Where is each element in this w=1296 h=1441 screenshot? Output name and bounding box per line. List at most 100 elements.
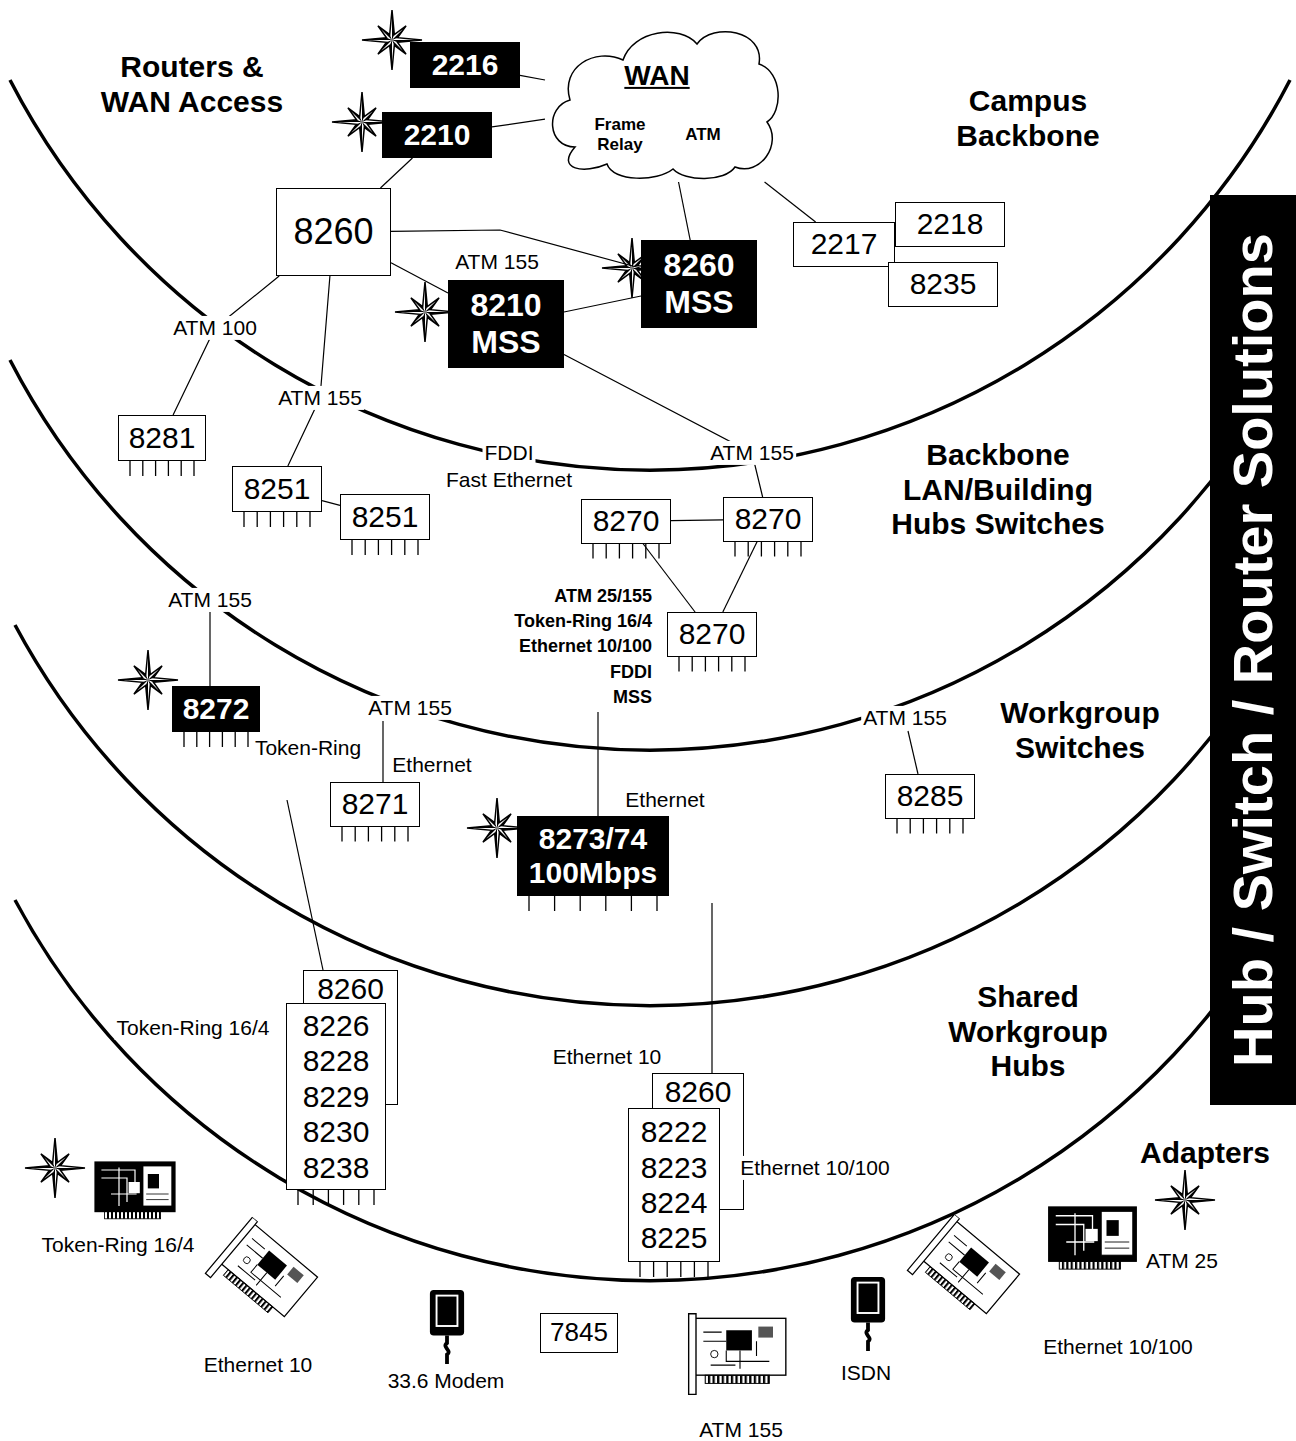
- model-number: 100Mbps: [529, 856, 657, 891]
- link-label: Fast Ethernet: [444, 468, 574, 492]
- link-label: Ethernet 10: [551, 1045, 664, 1069]
- media-label: Token-Ring 16/4: [512, 611, 654, 632]
- bar-title: Hub / Switch / Router Solutions: [1221, 233, 1285, 1067]
- port-pin: [417, 540, 418, 555]
- hub-stack: 82268228822982308238: [286, 1003, 386, 1190]
- port-pin: [309, 512, 310, 527]
- switch-box: 8260: [276, 188, 391, 276]
- cloud-text: Frame Relay: [585, 115, 655, 154]
- model-number: 8251: [352, 500, 419, 535]
- link-label: ATM 155: [366, 696, 454, 720]
- port-pin: [183, 732, 184, 747]
- port-pin: [209, 732, 210, 747]
- port-pin: [592, 544, 593, 559]
- port-pin: [270, 512, 271, 527]
- switch-box: 8285: [885, 774, 975, 819]
- port-pin: [155, 461, 156, 476]
- port-pin: [373, 1190, 374, 1205]
- switch-box: 8270: [581, 499, 671, 544]
- model-number: 2210: [404, 118, 471, 153]
- port-pin: [283, 512, 284, 527]
- model-number: 8238: [303, 1150, 370, 1185]
- link-label: ATM 100: [171, 316, 259, 340]
- link-label: ATM 155: [453, 250, 541, 274]
- model-number: 8270: [735, 502, 802, 537]
- title-bar: [1210, 195, 1296, 1105]
- model-number: 7845: [550, 1318, 608, 1348]
- router-box: 2216: [410, 42, 520, 88]
- port-pin: [381, 827, 382, 842]
- port-pin: [368, 827, 369, 842]
- port-pin: [731, 657, 732, 672]
- port-pin: [658, 544, 659, 559]
- port-pin: [787, 542, 788, 557]
- network-link: [765, 182, 816, 222]
- port-pin: [193, 461, 194, 476]
- switch-box: 8270: [723, 497, 813, 542]
- link-label: ATM 155: [708, 441, 796, 465]
- model-number: 8281: [129, 421, 196, 456]
- model-number: 8273/74: [539, 822, 647, 857]
- model-number: 8226: [303, 1008, 370, 1043]
- port-pin: [168, 461, 169, 476]
- model-number: 8224: [641, 1185, 708, 1220]
- cloud-outline: [545, 22, 780, 182]
- model-number: 8251: [244, 472, 311, 507]
- port-pin: [605, 896, 606, 911]
- model-number: 8230: [303, 1114, 370, 1149]
- port-pin: [606, 544, 607, 559]
- model-number: 8270: [593, 504, 660, 539]
- access-box: 2218: [895, 202, 1005, 247]
- port-pin: [949, 819, 950, 834]
- port-pin: [744, 657, 745, 672]
- port-pin: [656, 896, 657, 911]
- media-label: ATM 25/155: [552, 586, 654, 607]
- port-pin: [243, 512, 244, 527]
- model-number: 8228: [303, 1043, 370, 1078]
- port-pin: [705, 657, 706, 672]
- region-label: Backbone LAN/Building Hubs Switches: [878, 438, 1118, 542]
- model-number: 8223: [641, 1150, 708, 1185]
- port-pin: [680, 1262, 681, 1277]
- link-label: Token-Ring: [253, 736, 363, 760]
- region-label: Adapters: [1140, 1136, 1270, 1171]
- port-pin: [639, 1262, 640, 1277]
- port-pin: [923, 819, 924, 834]
- region-label: Routers & WAN Access: [92, 50, 292, 119]
- layer-arc: [10, 80, 1290, 1281]
- port-pin: [181, 461, 182, 476]
- port-pin: [391, 540, 392, 555]
- port-pin: [394, 827, 395, 842]
- network-link: [391, 263, 448, 293]
- port-pin: [554, 896, 555, 911]
- model-number: 8210: [470, 287, 541, 324]
- switch-box: 8273/74100Mbps: [517, 816, 669, 896]
- link-label: FDDI: [483, 441, 536, 465]
- model-number: 8225: [641, 1220, 708, 1255]
- network-link: [679, 182, 691, 240]
- new-product-star: [25, 10, 1215, 1230]
- port-pin: [631, 896, 632, 911]
- link-label: Ethernet 10/100: [738, 1156, 891, 1180]
- port-pin: [896, 819, 897, 834]
- media-label: Ethernet 10/100: [517, 636, 654, 657]
- port-pin: [222, 732, 223, 747]
- port-pin: [351, 540, 352, 555]
- port-pin: [247, 732, 248, 747]
- network-link: [520, 75, 545, 80]
- model-number: 8260: [663, 247, 734, 284]
- model-number: 8272: [183, 692, 250, 727]
- link-label: Ethernet: [390, 753, 473, 777]
- port-pin: [692, 657, 693, 672]
- network-link: [322, 501, 340, 506]
- link-label: ATM 155: [861, 706, 949, 730]
- port-pin: [619, 544, 620, 559]
- port-pin: [528, 896, 529, 911]
- link-label: Token-Ring 16/4: [115, 1016, 272, 1040]
- port-pin: [365, 540, 366, 555]
- adapter-label: ATM 25: [1144, 1249, 1220, 1273]
- router-box: 8210MSS: [448, 280, 564, 368]
- access-box: 8235: [888, 262, 998, 307]
- port-pin: [257, 512, 258, 527]
